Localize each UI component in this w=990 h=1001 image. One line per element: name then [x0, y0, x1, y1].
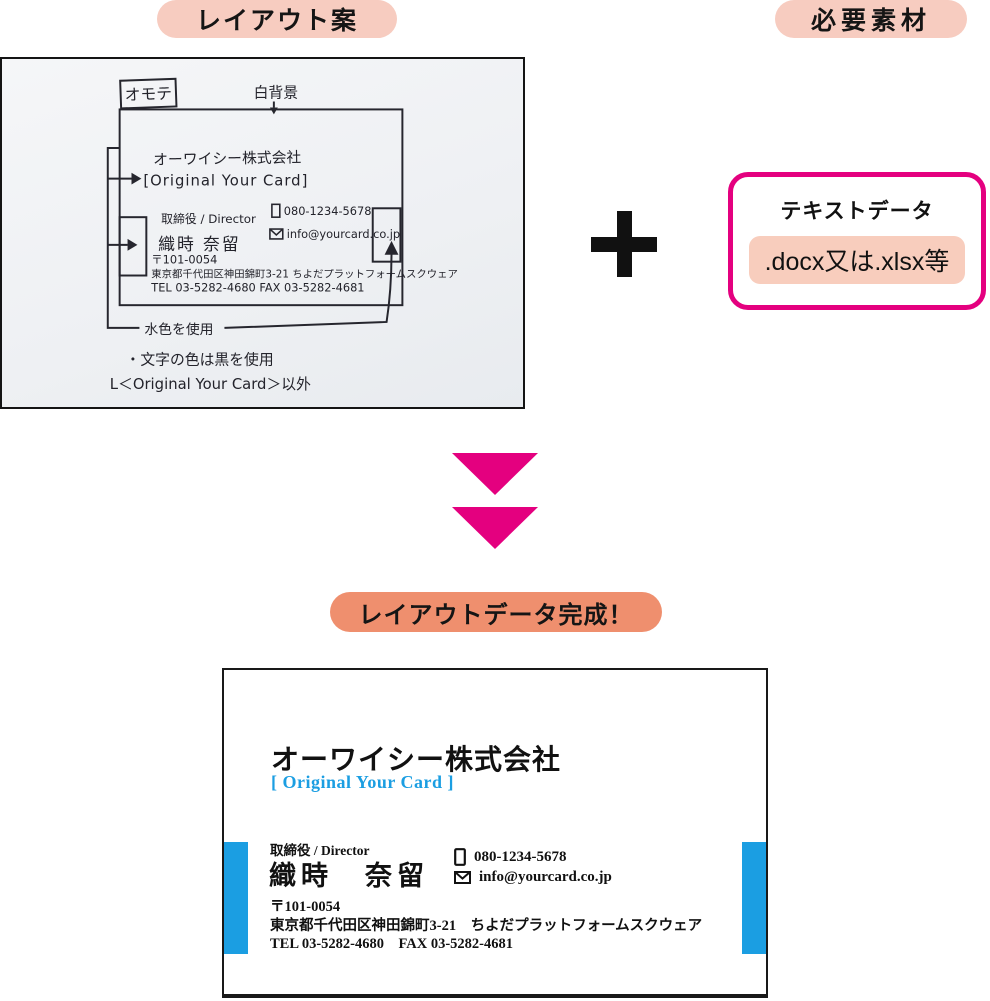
card-contact-block: 080-1234-5678 info@yourcard.co.jp	[454, 848, 612, 886]
card-street-address: 東京都千代田区神田錦町3-21 ちよだプラットフォームスクウェア	[270, 917, 703, 934]
file-types-pill: .docx又は.xlsx等	[749, 236, 965, 284]
card-job-title: 取締役 / Director	[270, 843, 370, 858]
sketch-phone-icon	[271, 203, 281, 218]
sketch-note-except: L＜Original Your Card＞以外	[110, 376, 311, 393]
card-person-name: 織時 奈留	[269, 861, 429, 891]
finished-business-card: オーワイシー株式会社 [ Original Your Card ] 取締役 / …	[222, 668, 768, 998]
sketch-left-bar-box	[118, 216, 148, 277]
sketch-drawing: オモテ 白背景 オーワイシー株式会社 [Original Your Card] …	[106, 77, 458, 393]
card-brand-line: [ Original Your Card ]	[271, 772, 455, 792]
layout-sketch-photo: オモテ 白背景 オーワイシー株式会社 [Original Your Card] …	[0, 57, 525, 409]
sketch-company: オーワイシー株式会社	[153, 149, 302, 169]
card-telfax: TEL 03-5282-4680 FAX 03-5282-4681	[270, 936, 514, 952]
card-email: info@yourcard.co.jp	[479, 869, 612, 885]
card-phone-row: 080-1234-5678	[454, 848, 612, 866]
text-data-box: テキストデータ .docx又は.xlsx等	[728, 172, 986, 310]
sketch-rightbar-arrowhead	[384, 240, 399, 255]
card-postal: 〒101-0054	[270, 899, 341, 915]
sketch-note-black-text: ・文字の色は黒を使用	[126, 351, 274, 368]
card-right-accent-bar	[742, 842, 766, 954]
sketch-note-lightblue: 水色を使用	[144, 321, 213, 338]
text-data-title: テキストデータ	[780, 200, 934, 223]
required-materials-label: 必要素材	[775, 0, 967, 38]
card-email-row: info@yourcard.co.jp	[454, 869, 612, 886]
sketch-brand: [Original Your Card]	[143, 173, 308, 190]
sketch-whitebg-note: 白背景	[254, 85, 298, 102]
sketch-right-bar-box	[371, 207, 402, 263]
sketch-postal: 〒101-0054	[151, 253, 217, 267]
down-arrow-icon	[452, 453, 538, 495]
card-left-accent-bar	[224, 842, 248, 954]
sketch-whitebg-arrowhead	[269, 107, 278, 115]
sketch-address: 東京都千代田区神田錦町3-21 ちよだプラットフォームスクウェア	[151, 267, 458, 280]
sketch-title: 取締役 / Director	[161, 212, 256, 226]
sketch-front-tag-box	[119, 77, 178, 110]
sketch-left-bracket	[106, 146, 140, 329]
layout-complete-label: レイアウトデータ完成！	[330, 592, 662, 632]
down-arrow-icon	[452, 507, 538, 549]
layout-draft-label: レイアウト案	[157, 0, 397, 38]
sketch-name: 織時 奈留	[158, 234, 240, 254]
sketch-brand-arrowhead	[131, 172, 142, 185]
sketch-phone: 080-1234-5678	[284, 204, 372, 218]
sketch-front-tag: オモテ	[124, 84, 172, 105]
plus-icon	[591, 211, 657, 277]
sketch-mail-icon	[269, 228, 284, 240]
sketch-card-outline	[118, 108, 404, 307]
sketch-email: info@yourcard.co.jp	[287, 227, 400, 241]
mail-icon	[454, 871, 471, 884]
card-address-block: 〒101-0054 東京都千代田区神田錦町3-21 ちよだプラットフォームスクウ…	[270, 898, 702, 954]
card-company-name: オーワイシー株式会社	[271, 745, 562, 776]
card-phone: 080-1234-5678	[474, 848, 567, 865]
sketch-right-bracket	[224, 252, 393, 329]
mobile-phone-icon	[454, 848, 466, 866]
sketch-leftbar-arrowhead	[127, 238, 138, 251]
sketch-telfax: TEL 03-5282-4680 FAX 03-5282-4681	[150, 280, 364, 294]
